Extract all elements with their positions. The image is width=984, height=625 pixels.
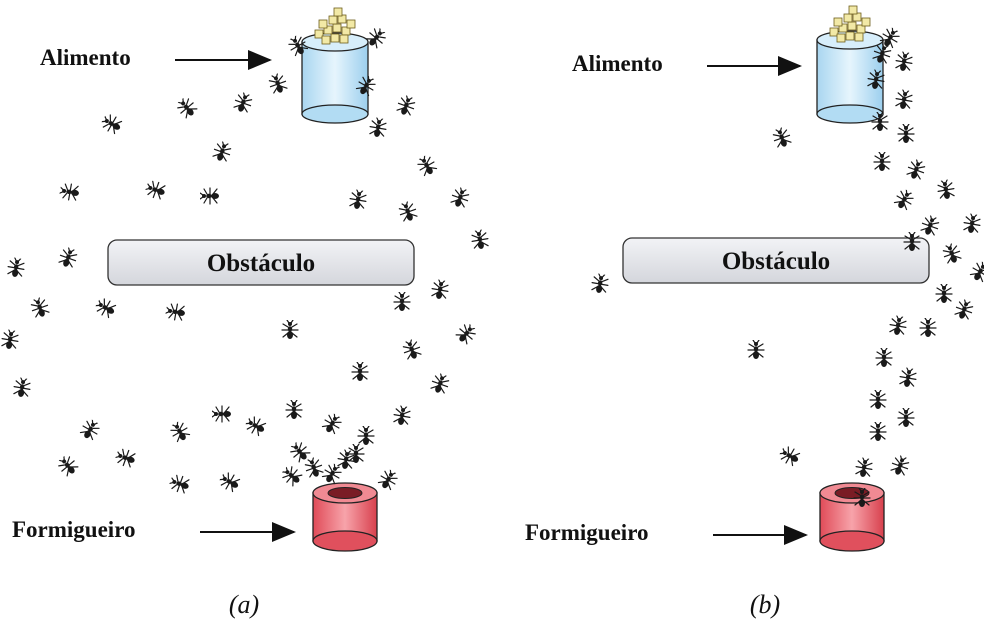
ant-icon bbox=[893, 50, 915, 73]
ant-icon bbox=[231, 90, 255, 115]
ant-icon bbox=[302, 455, 326, 480]
ant-icon bbox=[367, 116, 389, 139]
ant-icon bbox=[278, 462, 305, 489]
nest-label: Formigueiro bbox=[525, 520, 649, 545]
ant-icon bbox=[887, 314, 909, 337]
ant-icon bbox=[357, 426, 375, 446]
ant-icon bbox=[961, 212, 983, 235]
ant-icon bbox=[853, 456, 875, 479]
ant-icon bbox=[164, 301, 187, 323]
ant-icon bbox=[285, 400, 303, 420]
food-cylinder-icon bbox=[301, 7, 369, 124]
ant-icon bbox=[113, 446, 138, 470]
ant-icon bbox=[319, 460, 345, 487]
ant-icon bbox=[428, 371, 452, 396]
ant-icon bbox=[453, 320, 480, 347]
ant-icon bbox=[54, 452, 81, 479]
ant-icon bbox=[897, 366, 919, 389]
ant-icon bbox=[918, 213, 942, 238]
ant-icon bbox=[897, 124, 915, 144]
ant-icon bbox=[28, 295, 52, 320]
ant-icon bbox=[935, 178, 957, 201]
ant-icon bbox=[58, 181, 81, 203]
ant-icon bbox=[935, 284, 953, 304]
ant-icon bbox=[5, 256, 27, 279]
ant-icon bbox=[967, 258, 984, 285]
ant-icon bbox=[875, 348, 893, 368]
ant-icon bbox=[776, 443, 803, 469]
ant-icon bbox=[242, 413, 269, 439]
ant-icon bbox=[469, 228, 491, 251]
ant-icon bbox=[11, 376, 33, 399]
ant-icon bbox=[396, 199, 420, 224]
ant-icon bbox=[589, 272, 611, 295]
ant-icon bbox=[167, 418, 193, 445]
obstacle-label: Obstáculo bbox=[207, 250, 315, 277]
ant-icon bbox=[391, 404, 413, 427]
obstacle: Obstáculo bbox=[622, 237, 930, 284]
anthill-ring-icon bbox=[819, 482, 885, 552]
ant-icon bbox=[77, 416, 103, 443]
ant-icon bbox=[869, 422, 887, 442]
panel-a: Obstáculo Alimento Formigueiro (a) bbox=[0, 7, 491, 619]
ant-icon bbox=[393, 292, 411, 312]
ant-icon bbox=[98, 111, 125, 137]
food-label: Alimento bbox=[40, 45, 131, 70]
ant-icon bbox=[888, 453, 912, 478]
ant-icon bbox=[400, 337, 424, 362]
obstacle-label: Obstáculo bbox=[722, 248, 830, 275]
ant-icon bbox=[904, 157, 928, 182]
ant-icon bbox=[869, 390, 887, 410]
nest-label: Formigueiro bbox=[12, 517, 136, 542]
food-label: Alimento bbox=[572, 51, 663, 76]
ant-icon bbox=[448, 185, 472, 210]
ant-icon bbox=[747, 340, 765, 360]
ant-icon bbox=[952, 297, 976, 322]
ant-icon bbox=[891, 186, 917, 213]
ant-icon bbox=[319, 410, 345, 437]
ant-icon bbox=[770, 125, 794, 150]
ant-icon bbox=[940, 241, 964, 266]
anthill-ring-icon bbox=[312, 482, 378, 552]
ant-icon bbox=[893, 88, 915, 111]
panel-caption: (b) bbox=[750, 590, 780, 619]
ant-icon bbox=[200, 187, 220, 205]
ant-icon bbox=[351, 362, 369, 382]
panel-b: Obstáculo Alimento Formigueiro (b) bbox=[525, 5, 984, 619]
ant-icon bbox=[92, 295, 119, 321]
ant-icon bbox=[143, 178, 168, 202]
ant-icon bbox=[873, 152, 891, 172]
ant-icon bbox=[429, 278, 451, 301]
panel-caption: (a) bbox=[229, 590, 259, 619]
ant-icon bbox=[210, 139, 234, 164]
ant-icon bbox=[414, 152, 440, 179]
ant-icon bbox=[0, 328, 21, 351]
ant-icon bbox=[266, 71, 290, 96]
ant-icon bbox=[167, 472, 192, 496]
ant-icon bbox=[347, 444, 365, 464]
food-cylinder-icon bbox=[816, 5, 884, 124]
ant-icon bbox=[212, 405, 232, 423]
obstacle: Obstáculo bbox=[107, 239, 415, 286]
ant-icon bbox=[919, 318, 937, 338]
ant-icon bbox=[347, 188, 369, 211]
ant-icon bbox=[394, 93, 418, 118]
ant-icon bbox=[216, 469, 243, 495]
ant-icon bbox=[897, 408, 915, 428]
ant-icon bbox=[375, 466, 401, 493]
ant-icon bbox=[903, 232, 921, 252]
ant-icon bbox=[173, 94, 200, 121]
ant-icon bbox=[281, 320, 299, 340]
ant-icon bbox=[56, 245, 80, 270]
